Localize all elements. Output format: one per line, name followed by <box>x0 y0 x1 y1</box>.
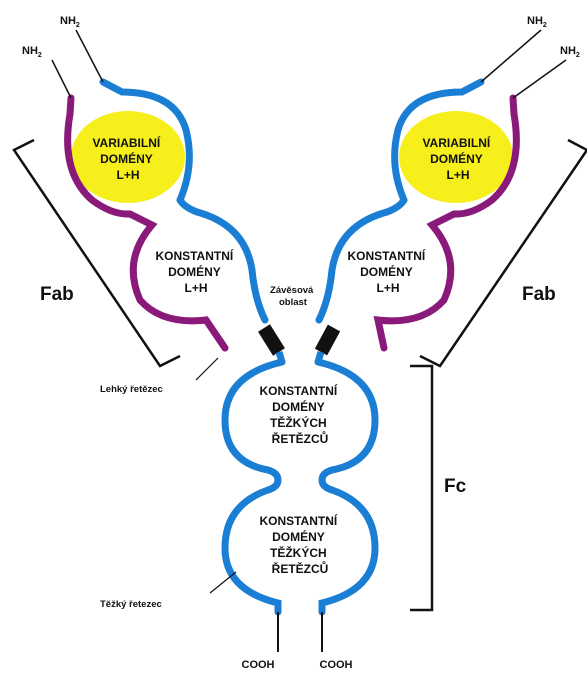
left-hinge <box>264 328 279 352</box>
right-heavy-nh2-line <box>481 30 541 82</box>
lower-fc-domain-label: KONSTANTNÍ DOMÉNY TĚŽKÝCH ŘETĚZCŮ <box>259 513 340 576</box>
hinge-label: Závěsová oblast <box>270 285 316 308</box>
fc-label: Fc <box>444 476 467 497</box>
light-chain-label: Lehký řetězec <box>100 384 163 395</box>
heavy-chain-label: Těžký řetezec <box>100 599 162 610</box>
heavy-chain-pointer <box>210 572 236 593</box>
left-constant-fab-label: KONSTANTNÍ DOMÉNY L+H <box>155 248 236 295</box>
left-fab-label: Fab <box>40 284 74 305</box>
left-light-nh2-line <box>52 60 71 98</box>
right-hinge <box>321 328 334 352</box>
left-light-chain-constant <box>130 214 225 348</box>
left-heavy-nh2-line <box>76 30 103 82</box>
right-cooh-label: COOH <box>320 659 353 671</box>
right-light-nh2-label: NH2 <box>560 45 580 59</box>
right-light-nh2-line <box>513 60 566 98</box>
upper-fc-domain-label: KONSTANTNÍ DOMÉNY TĚŽKÝCH ŘETĚZCŮ <box>259 383 340 446</box>
fc-bracket <box>410 366 432 610</box>
light-chain-pointer <box>196 358 218 380</box>
right-heavy-nh2-label: NH2 <box>527 15 547 29</box>
right-constant-fab-label: KONSTANTNÍ DOMÉNY L+H <box>347 248 428 295</box>
left-heavy-nh2-label: NH2 <box>60 15 80 29</box>
left-cooh-label: COOH <box>242 659 275 671</box>
right-arm <box>318 30 566 362</box>
left-arm <box>52 30 282 362</box>
right-fab-label: Fab <box>522 284 556 305</box>
left-light-nh2-label: NH2 <box>22 45 42 59</box>
